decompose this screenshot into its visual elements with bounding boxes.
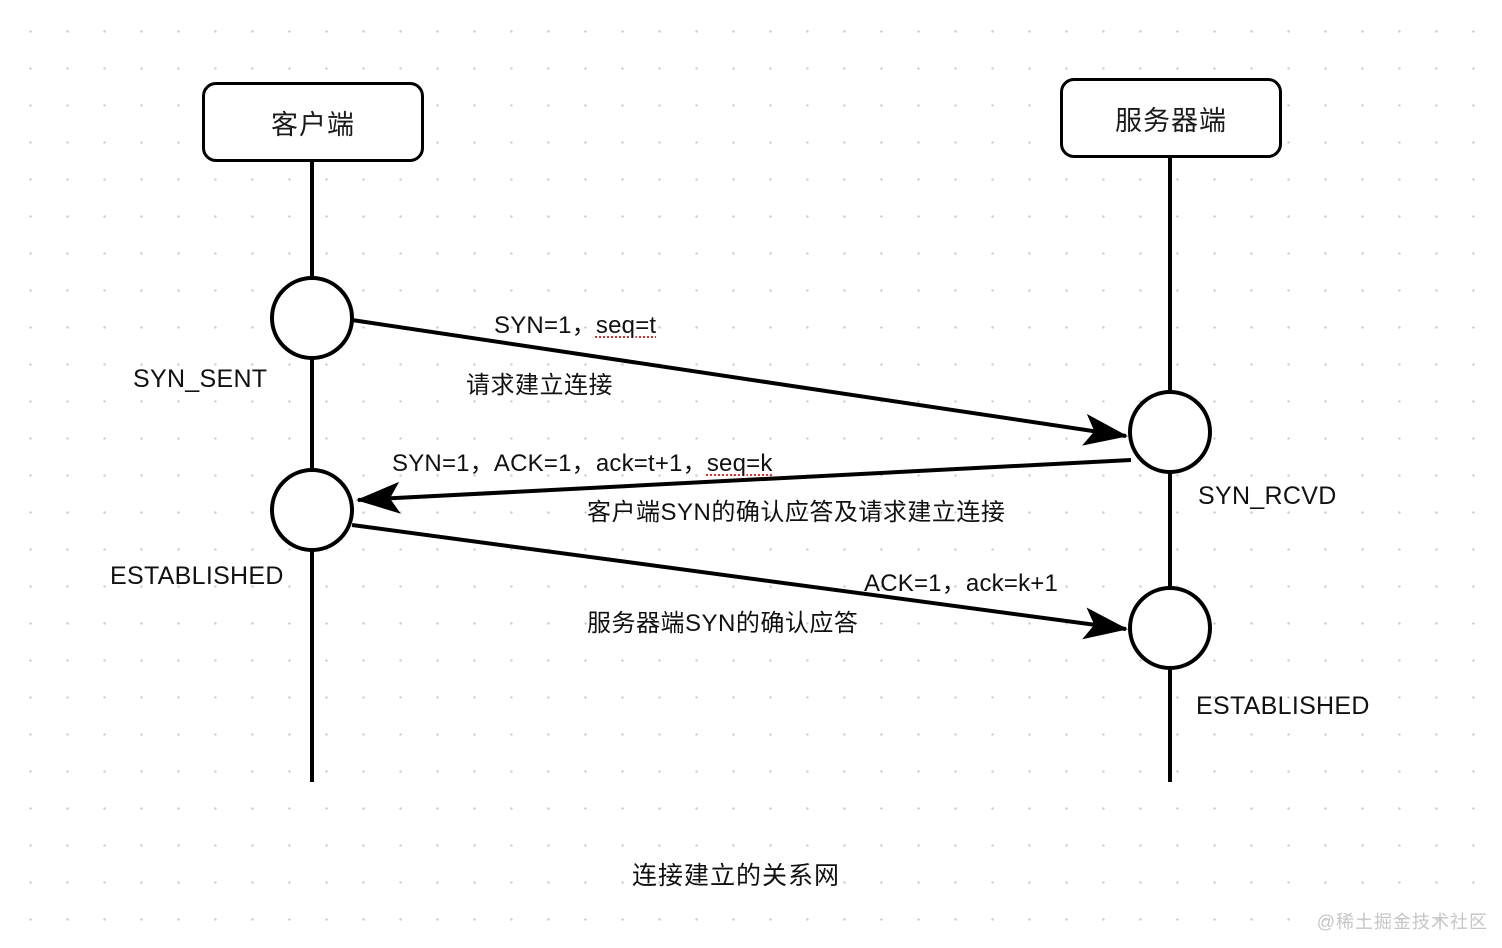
message-flags-text-msg-3: ACK=1，ack=k+1	[864, 570, 1059, 597]
message-flags-text-msg-1: SYN=1，	[494, 312, 596, 339]
event-node-server-syn-rcvd[interactable]	[1128, 390, 1212, 474]
participant-label-server: 服务器端	[1115, 105, 1227, 136]
message-description-msg-3: 服务器端SYN的确认应答	[587, 610, 859, 637]
participant-box-client[interactable]: 客户端	[202, 82, 424, 162]
message-description-msg-1: 请求建立连接	[466, 372, 613, 399]
arrow-msg-1	[351, 318, 1128, 446]
message-flags-msg-3: ACK=1，ack=k+1	[864, 563, 1058, 598]
state-label-server-syn-rcvd: SYN_RCVD	[1198, 482, 1337, 510]
event-node-client-established[interactable]	[270, 468, 354, 552]
state-label-client-syn-sent: SYN_SENT	[133, 365, 268, 393]
message-description-msg-2: 客户端SYN的确认应答及请求建立连接	[587, 499, 1006, 526]
message-flags-msg-2: SYN=1，ACK=1，ack=t+1，seq=k	[392, 443, 773, 478]
state-label-server-established: ESTABLISHED	[1196, 692, 1370, 720]
event-node-server-established[interactable]	[1128, 586, 1212, 670]
arrow-msg-3	[351, 523, 1128, 640]
arrow-msg-2	[356, 458, 1132, 514]
message-flags-msg-1: SYN=1，seq=t	[494, 305, 656, 340]
diagram-caption: 连接建立的关系网	[632, 862, 841, 890]
message-seq-text-msg-2: seq=k	[706, 450, 773, 477]
message-seq-text-msg-1: seq=t	[595, 312, 657, 339]
message-flags-text-msg-2: SYN=1，ACK=1，ack=t+1，	[392, 450, 707, 477]
watermark: @稀土掘金技术社区	[1316, 912, 1488, 932]
participant-label-client: 客户端	[271, 109, 355, 140]
event-node-client-syn-sent[interactable]	[270, 276, 354, 360]
participant-box-server[interactable]: 服务器端	[1060, 78, 1282, 158]
state-label-client-established: ESTABLISHED	[110, 562, 284, 590]
